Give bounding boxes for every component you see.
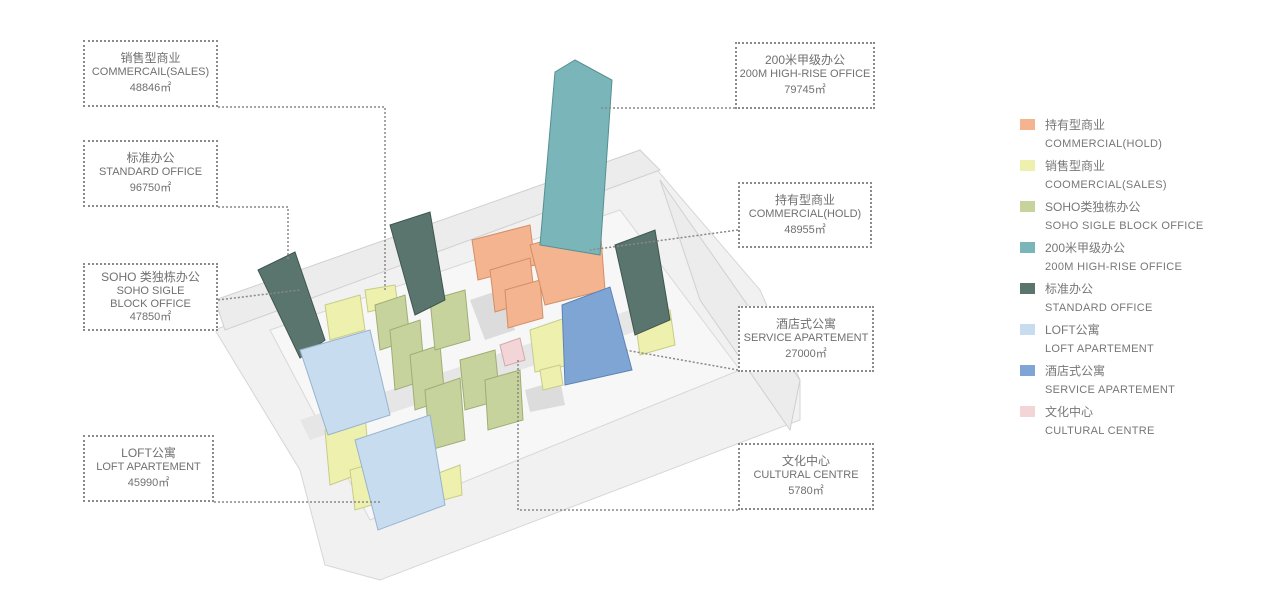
standard-office-towers (257, 211, 671, 359)
legend: 持有型商业 COMMERCIAL(HOLD) 销售型商业 COOMERCIAL(SA… (1020, 114, 1240, 442)
callout-en: COMMERCIAL(HOLD) (748, 207, 862, 220)
callout-sales-commercial: 销售型商业 COMMERCAIL(SALES) 48846㎡ (83, 40, 218, 107)
legend-en: CULTURAL CENTRE (1045, 425, 1155, 437)
callout-area: 48846㎡ (129, 82, 172, 94)
legend-swatch (1020, 201, 1035, 212)
legend-cn: 标准办公 (1045, 282, 1094, 296)
callout-area: 96750㎡ (129, 182, 172, 194)
callout-area: 47850㎡ (129, 310, 172, 323)
legend-item-standard-office: 标准办公 STANDARD OFFICE (1020, 278, 1240, 319)
legend-cn: 酒店式公寓 (1045, 364, 1106, 378)
legend-en: STANDARD OFFICE (1045, 302, 1153, 314)
callout-en: SERVICE APARTEMENT (743, 331, 869, 344)
legend-cn: 文化中心 (1045, 405, 1094, 419)
legend-cn: 销售型商业 (1045, 159, 1106, 173)
legend-en: COMMERCIAL(HOLD) (1045, 138, 1163, 150)
callout-cn: LOFT公寓 (121, 446, 176, 460)
legend-item-loft-apartment: LOFT公寓 LOFT APARTEMENT (1020, 319, 1240, 360)
callout-en: SOHO SIGLE BLOCK OFFICE (110, 284, 191, 310)
callout-cn: 销售型商业 (120, 51, 181, 65)
callout-hold-commercial: 持有型商业 COMMERCIAL(HOLD) 48955㎡ (738, 182, 872, 248)
callout-area: 45990㎡ (127, 477, 170, 489)
leader-lines (214, 106, 739, 511)
callout-cn: 200米甲级办公 (764, 53, 846, 67)
legend-en: SOHO SIGLE BLOCK OFFICE (1045, 220, 1204, 232)
high-rise-tower (539, 59, 613, 256)
callout-cn: 文化中心 (781, 454, 830, 468)
service-apartment-block (561, 286, 633, 386)
parking (525, 380, 565, 412)
legend-en: COOMERCIAL(SALES) (1045, 179, 1167, 191)
legend-swatch (1020, 160, 1035, 171)
callout-high-rise-office: 200米甲级办公 200M HIGH-RISE OFFICE 79745㎡ (735, 42, 875, 109)
legend-swatch (1020, 283, 1035, 294)
callout-area: 79745㎡ (784, 84, 826, 96)
callout-service-apartment: 酒店式公寓 SERVICE APARTEMENT 27000㎡ (738, 306, 874, 372)
legend-cn: 200米甲级办公 (1045, 241, 1126, 255)
callout-standard-office: 标准办公 STANDARD OFFICE 96750㎡ (83, 140, 218, 207)
legend-item-hold-commercial: 持有型商业 COMMERCIAL(HOLD) (1020, 114, 1240, 155)
callout-area: 5780㎡ (788, 485, 824, 497)
callout-area: 27000㎡ (785, 347, 827, 360)
callout-en: COMMERCAIL(SALES) (91, 66, 210, 78)
callout-cn: SOHO 类独栋办公 (101, 269, 200, 284)
legend-item-high-rise-office: 200米甲级办公 200M HIGH-RISE OFFICE (1020, 237, 1240, 278)
legend-en: 200M HIGH-RISE OFFICE (1045, 261, 1183, 273)
callout-en: STANDARD OFFICE (98, 166, 203, 178)
legend-swatch (1020, 324, 1035, 335)
legend-en: SERVICE APARTEMENT (1045, 384, 1176, 396)
callout-cn: 酒店式公寓 (775, 316, 836, 331)
legend-item-service-apartment: 酒店式公寓 SERVICE APARTEMENT (1020, 360, 1240, 401)
legend-en: LOFT APARTEMENT (1045, 343, 1155, 355)
loft-apartment-blocks (299, 329, 446, 531)
legend-item-soho-office: SOHO类独栋办公 SOHO SIGLE BLOCK OFFICE (1020, 196, 1240, 237)
callout-soho-office: SOHO 类独栋办公 SOHO SIGLE BLOCK OFFICE 47850… (83, 263, 218, 331)
cultural-centre (499, 337, 526, 367)
callout-en: LOFT APARTEMENT (96, 461, 201, 473)
callout-cn: 标准办公 (126, 151, 175, 165)
legend-swatch (1020, 406, 1035, 417)
callout-en: 200M HIGH-RISE OFFICE (739, 68, 871, 80)
callout-en: CULTURAL CENTRE (753, 469, 859, 481)
callout-cultural-centre: 文化中心 CULTURAL CENTRE 5780㎡ (738, 443, 874, 510)
legend-swatch (1020, 242, 1035, 253)
soho-office-blocks (374, 289, 524, 451)
legend-cn: SOHO类独栋办公 (1045, 200, 1141, 214)
legend-cn: 持有型商业 (1045, 118, 1106, 132)
legend-item-sales-commercial: 销售型商业 COOMERCIAL(SALES) (1020, 155, 1240, 196)
legend-swatch (1020, 365, 1035, 376)
callout-cn: 持有型商业 (774, 192, 835, 207)
legend-swatch (1020, 119, 1035, 130)
callout-area: 48955㎡ (784, 223, 826, 236)
callout-loft-apartment: LOFT公寓 LOFT APARTEMENT 45990㎡ (83, 435, 214, 502)
legend-cn: LOFT公寓 (1045, 323, 1100, 337)
legend-item-cultural-centre: 文化中心 CULTURAL CENTRE (1020, 401, 1240, 442)
